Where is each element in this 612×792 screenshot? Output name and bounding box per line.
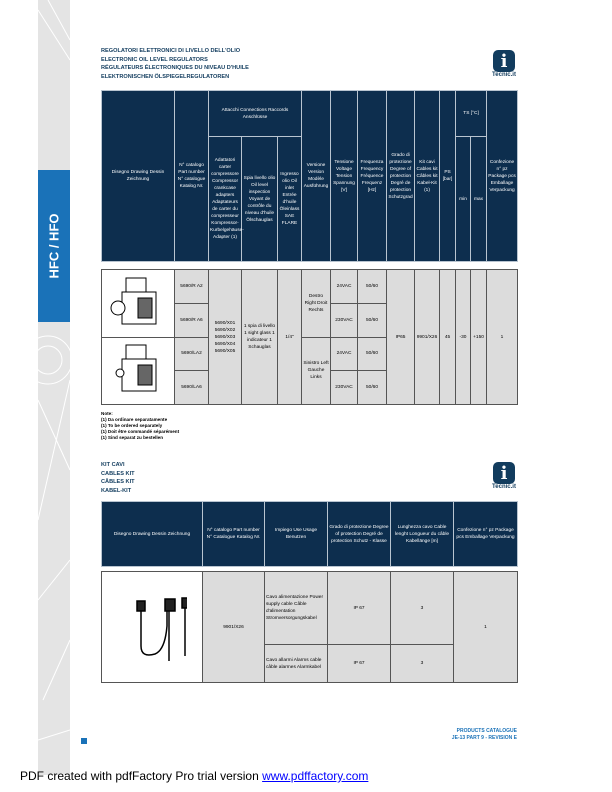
header-max: max	[470, 136, 488, 262]
table-row: 5690/R A6 230VAC 50/60	[102, 302, 518, 338]
header-adapters: Adattatori carter compressore Compressor…	[208, 136, 244, 262]
section2-title: Kit cavi Cables kit Câbles kit Kabel-Kit	[101, 462, 135, 494]
adapters-cell: 5690/X01 5690/X02 5690/X03 5690/X04 5690…	[208, 269, 242, 405]
header-ps: PS [bar]	[439, 90, 457, 262]
kit-package-cell: 1	[453, 571, 518, 683]
table-row: 5690/LA2 Sinistro Left Gauche Links 24VA…	[101, 336, 518, 405]
protection-cell: IP65	[386, 269, 415, 405]
version-right: Destro Right Droit Rechts	[301, 269, 331, 338]
header-package: Confezione n° pz Package pcs Emballage V…	[486, 90, 519, 262]
ps-cell: 45	[439, 269, 456, 405]
table1-header: Disegno Drawing Dessin Zeichnung N° cata…	[101, 90, 519, 262]
regulator-left-drawing	[101, 336, 175, 405]
version-left: Sinistro Left Gauche Links	[301, 336, 331, 405]
kit-cell: 9901/X26	[414, 269, 440, 405]
pdf-watermark: PDF created with pdfFactory Pro trial ve…	[20, 769, 369, 783]
header-min: min	[455, 136, 472, 262]
section1-title: Regolatori elettronici di livello dell'o…	[101, 48, 249, 80]
table2-header: Disegno Drawing Dessin Zeichnung N° cata…	[101, 501, 518, 567]
side-decoration	[38, 0, 70, 775]
header-protection: Grado di protezione Degree of protection…	[386, 90, 416, 262]
ts-max-cell: +150	[470, 269, 487, 405]
notes: Note: (1) Da ordinare separatamente (1) …	[101, 411, 180, 440]
header-connections: Attacchi Connections Raccords Anschlüsse	[207, 90, 303, 137]
header-frequency: Frequenza Frequency Fréquence Frequenz […	[357, 90, 388, 262]
ts-min-cell: -30	[455, 269, 471, 405]
header-ts: TS [°C]	[455, 90, 488, 137]
header-diagram: Disegno Drawing Dessin Zeichnung	[101, 90, 175, 262]
cable-kit-drawing	[101, 571, 203, 683]
header-version: Versione Version Modèle Ausführung	[301, 90, 332, 262]
table1-body: 5690/R A2 5690/X01 5690/X02 5690/X03 569…	[101, 269, 518, 405]
header-catalog: N° catalogo Part number N° catalogue Kat…	[174, 90, 209, 262]
table2-body: 9901/X26 Cavo alimentazione Power supply…	[101, 570, 518, 683]
table-row: 5690/LA6 230VAC 50/60	[102, 370, 518, 405]
table-row: Cavo allarmi Alarms cable câble alarmes …	[102, 644, 518, 683]
package-cell: 1	[486, 269, 518, 405]
footer: PRODUCTS CATALOGUE JE-13 PART 9 - REVISI…	[451, 728, 517, 741]
header-voltage: Tensione Voltage Tension Spannung [V]	[330, 90, 359, 262]
header-kit: Kit cavi Cables kit Câbles kit Kabel-Kit…	[414, 90, 441, 262]
kit-catalog-cell: 9901/X26	[202, 571, 265, 683]
header-inlet: Ingresso olio Oil inlet Entrée d'huile Ö…	[276, 136, 303, 262]
inlet-cell: 1/4"	[277, 269, 302, 405]
section-tab: HFC / HFO	[38, 170, 70, 322]
sightglass-cell: 1 spia di livello 1 sight glass 1 indica…	[241, 269, 278, 405]
header-sightglass: Spia livello olio Oil level inspection V…	[241, 136, 278, 262]
table-row: 5690/R A2 5690/X01 5690/X02 5690/X03 569…	[101, 269, 518, 405]
pdffactory-link[interactable]: www.pdffactory.com	[262, 769, 369, 783]
table-row: 9901/X26 Cavo alimentazione Power supply…	[101, 570, 518, 683]
regulator-right-drawing	[101, 269, 175, 338]
page-marker	[81, 738, 87, 744]
